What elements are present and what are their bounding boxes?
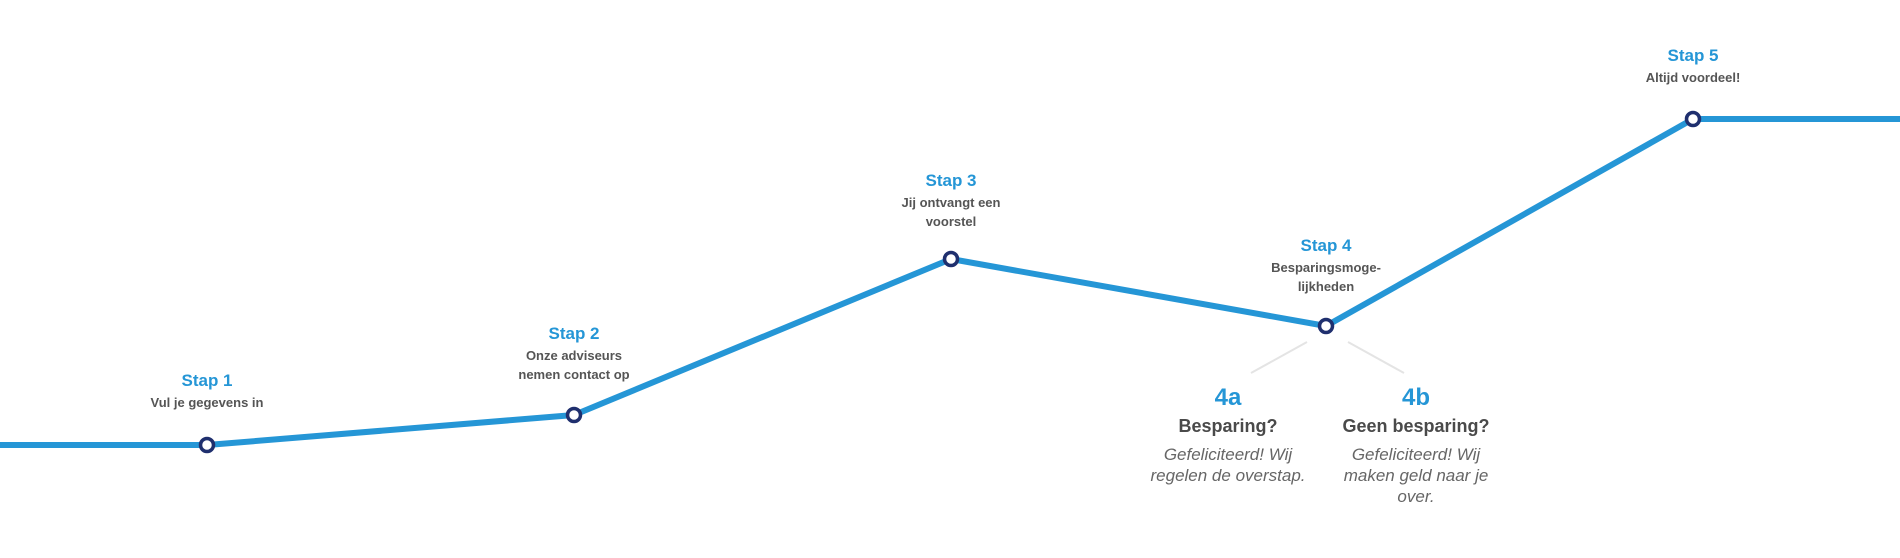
step-desc: Jij ontvangt een voorstel [901,195,1001,229]
branch-desc: Gefeliciteerd! Wij regelen de overstap. [1150,445,1306,485]
step-label-1: Stap 1 Vul je gegevens in [107,371,307,412]
step-title: Stap 1 [181,371,233,390]
step-label-3: Stap 3 Jij ontvangt een voorstel [891,171,1011,231]
branch-line-4a [1250,341,1308,374]
branch-number: 4a [1214,384,1242,411]
step-title: Stap 3 [925,171,977,190]
step-title: Stap 2 [548,324,600,343]
step-node-5 [1684,110,1702,128]
step-label-5: Stap 5 Altijd voordeel! [1593,46,1793,87]
step-desc: Onze adviseurs nemen contact op [518,348,630,382]
branch-line-4b [1347,341,1405,374]
step-title: Stap 4 [1300,236,1352,255]
step-node-4 [1317,317,1335,335]
step-desc: Altijd voordeel! [1645,70,1741,85]
step-title: Stap 5 [1667,46,1719,65]
branch-4b: 4b Geen besparing? Gefeliciteerd! Wij ma… [1341,384,1491,507]
step-desc: Besparingsmoge-lijkheden [1271,260,1381,294]
step-label-2: Stap 2 Onze adviseurs nemen contact op [509,324,639,384]
step-label-4: Stap 4 Besparingsmoge-lijkheden [1271,236,1381,296]
branch-title: Besparing? [1178,416,1278,436]
step-node-1 [198,436,216,454]
step-desc: Vul je gegevens in [150,395,264,410]
step-node-3 [942,250,960,268]
step-node-2 [565,406,583,424]
branch-title: Geen besparing? [1342,416,1490,436]
branch-desc: Gefeliciteerd! Wij maken geld naar je ov… [1343,445,1489,506]
branch-number: 4b [1401,384,1430,411]
branch-4a: 4a Besparing? Gefeliciteerd! Wij regelen… [1143,384,1313,486]
